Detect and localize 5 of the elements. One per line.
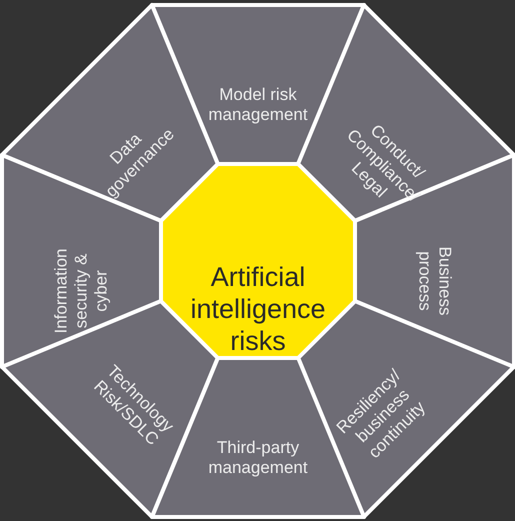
segment-label: Information security & cyber [51, 247, 112, 336]
segment-label: Model risk management [207, 84, 309, 124]
segment-label: Third-party management [207, 438, 309, 478]
segment-label: Business process [414, 245, 454, 318]
center-title: Artificial intelligence risks [189, 261, 327, 357]
